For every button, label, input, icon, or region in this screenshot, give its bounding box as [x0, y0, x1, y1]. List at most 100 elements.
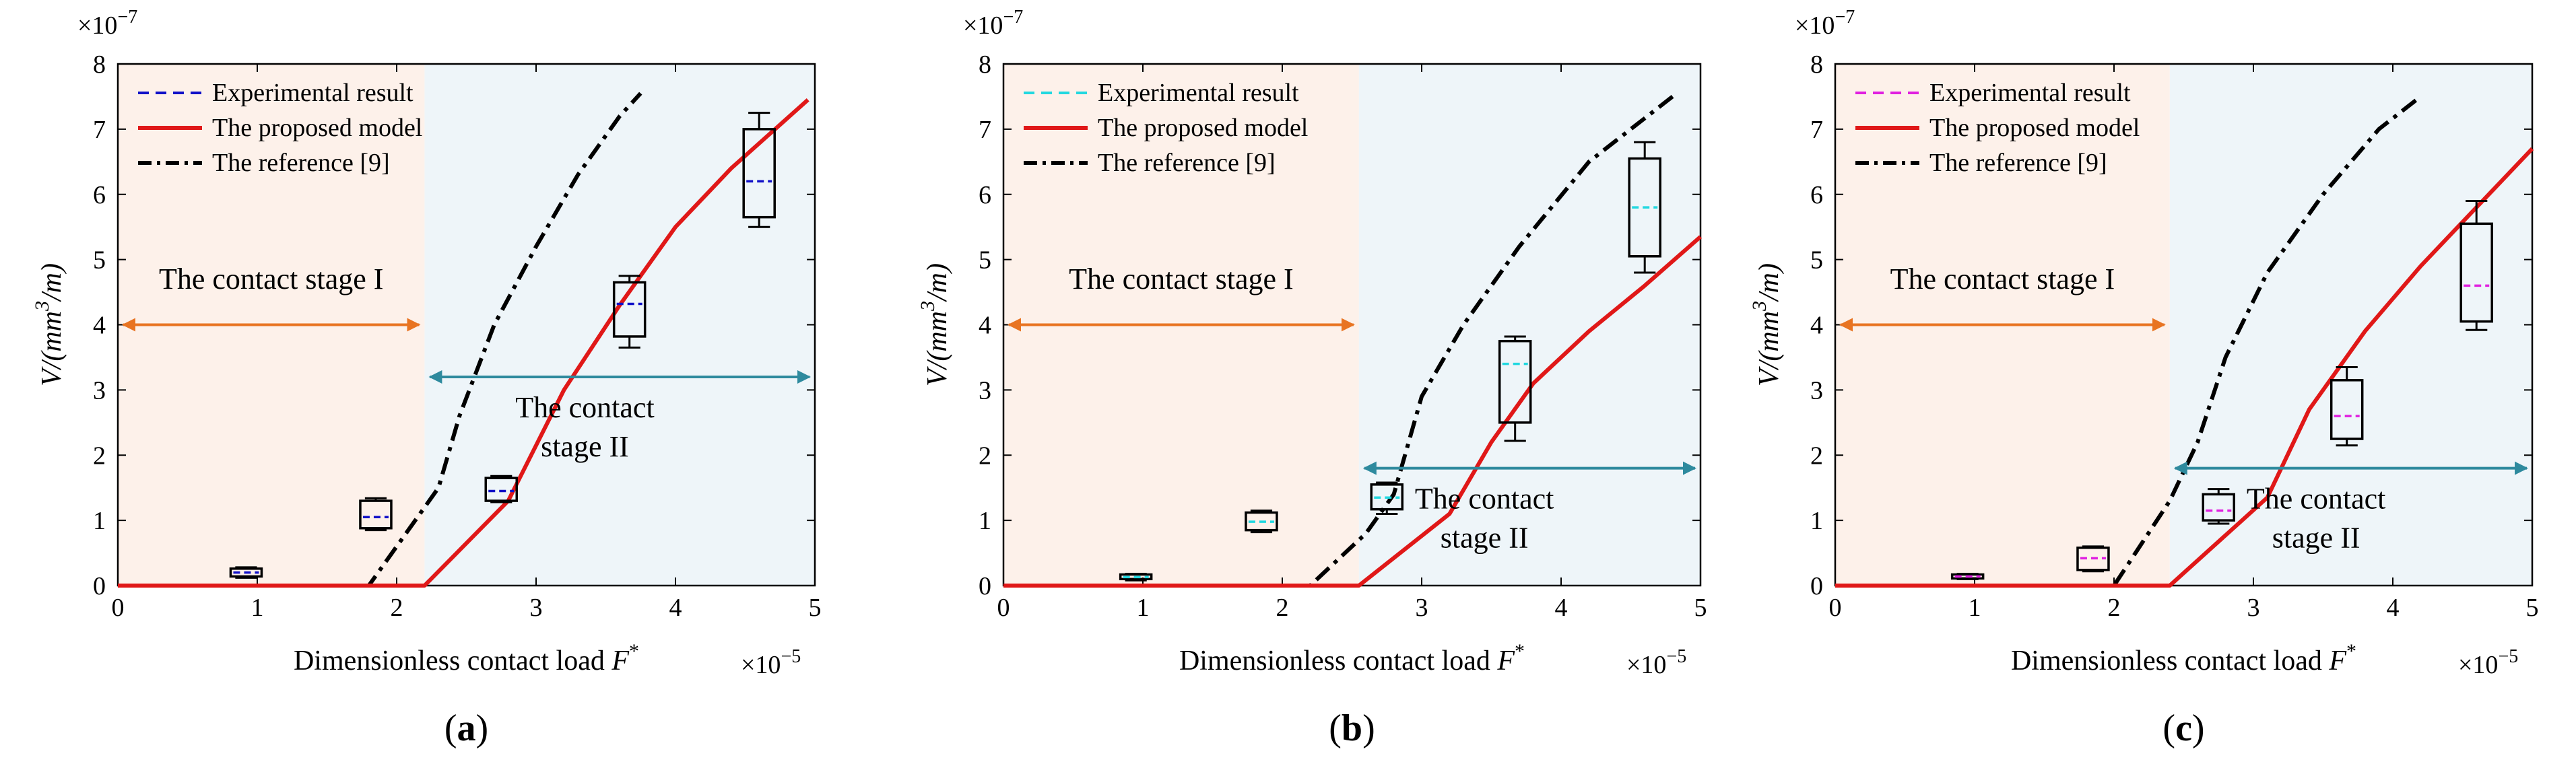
panel-letter-char: b	[1342, 707, 1362, 749]
legend-entry-label: The reference [9]	[212, 149, 390, 177]
box-iqr	[1245, 511, 1278, 532]
x-tick-label: 3	[1416, 594, 1428, 622]
legend-entry-label: Experimental result	[1929, 79, 2131, 107]
x-tick-label: 5	[2526, 594, 2539, 622]
panel-letter-close: )	[1362, 707, 1375, 749]
model-curve	[1003, 235, 1702, 588]
y-tick-label: 3	[1810, 376, 1823, 405]
box-iqr	[742, 128, 776, 219]
box-iqr	[229, 567, 263, 578]
x-tick-label: 1	[251, 594, 264, 622]
y-axis-label-exponent: 3	[31, 301, 53, 312]
x-tick-label: 3	[2247, 594, 2260, 622]
y-tick-label: 1	[1810, 507, 1823, 535]
x-tick-label: 1	[1969, 594, 1981, 622]
y-tick-label: 0	[979, 572, 991, 600]
y-multiplier-exponent: −7	[1003, 7, 1023, 28]
y-multiplier: ×10−7	[77, 7, 137, 40]
y-tick-label: 4	[1810, 312, 1823, 340]
y-tick-label: 2	[979, 442, 991, 470]
box-plot-3	[484, 475, 518, 503]
panel-letter-close: )	[476, 707, 489, 749]
y-multiplier: ×10−7	[1795, 7, 1855, 40]
panel-letter-close: )	[2192, 707, 2205, 749]
x-axis-label-star: *	[2346, 640, 2356, 662]
y-tick-label: 6	[93, 181, 106, 209]
reference-curve	[1835, 95, 2422, 588]
x-tick-label: 4	[669, 594, 682, 622]
x-tick-label: 2	[2108, 594, 2121, 622]
y-axis-label-part: /m)	[922, 263, 953, 302]
y-axis-label-part: /m)	[1754, 263, 1785, 302]
y-tick-label: 0	[93, 572, 106, 600]
y-axis-label-part: /m)	[36, 263, 67, 302]
y-multiplier-exponent: −7	[117, 7, 137, 28]
x-tick-label: 2	[1276, 594, 1289, 622]
legend-entry-label: The reference [9]	[1098, 149, 1276, 177]
x-tick-label: 3	[530, 594, 543, 622]
y-axis-label: V/(mm3/m)	[31, 263, 67, 386]
panel-letter-char: c	[2175, 707, 2192, 749]
box-plot-1	[1950, 573, 1985, 580]
stage-2-label-line1: The contact	[515, 391, 654, 424]
y-tick-label: 5	[93, 246, 106, 275]
stage-1-label: The contact stage I	[159, 262, 384, 295]
y-tick-label: 4	[979, 312, 991, 340]
legend-entry-label: The proposed model	[212, 114, 422, 142]
model-curve	[1835, 147, 2534, 588]
box-plot-2	[1245, 510, 1278, 534]
box-iqr	[2459, 222, 2493, 323]
reference-curve	[118, 92, 642, 588]
y-tick-label: 8	[979, 50, 991, 79]
stage-2-label-line2: stage II	[2272, 522, 2360, 555]
y-axis-label-exponent: 3	[917, 301, 939, 312]
reference-curve	[1003, 95, 1674, 588]
y-multiplier: ×10−7	[963, 7, 1023, 40]
x-axis-label: Dimensionless contact load F*	[2011, 640, 2356, 676]
x-axis-label: Dimensionless contact load F*	[1179, 640, 1525, 676]
stage-1-label: The contact stage I	[1890, 262, 2115, 295]
box-iqr	[484, 477, 518, 502]
y-tick-label: 3	[93, 376, 106, 405]
box-plot-1	[1119, 573, 1153, 582]
x-tick-label: 1	[1137, 594, 1150, 622]
x-axis-label-symbol: F	[611, 645, 629, 676]
y-multiplier-exponent: −7	[1835, 7, 1855, 28]
y-tick-label: 0	[1810, 572, 1823, 600]
box-iqr	[1119, 573, 1153, 581]
panel-letter-open: (	[444, 707, 457, 749]
y-axis-label: V/(mm3/m)	[1748, 263, 1785, 386]
x-multiplier-exponent: −5	[2498, 646, 2518, 667]
legend-entry-label: The proposed model	[1929, 114, 2140, 142]
stage-2-label-line1: The contact	[1415, 483, 1554, 516]
x-tick-label: 2	[391, 594, 403, 622]
y-tick-label: 7	[1810, 116, 1823, 144]
box-plot-4	[2330, 365, 2364, 447]
panel-letter: (b)	[1329, 707, 1375, 749]
stage-1-label: The contact stage I	[1069, 262, 1294, 295]
box-iqr	[2330, 379, 2364, 440]
legend-entry-label: Experimental result	[212, 79, 414, 107]
x-multiplier: ×10−5	[741, 646, 801, 679]
y-tick-label: 6	[979, 181, 991, 209]
y-tick-label: 7	[979, 116, 991, 144]
y-tick-label: 4	[93, 312, 106, 340]
stage-2-region	[424, 64, 815, 586]
box-iqr	[1950, 573, 1985, 580]
stage-2-label-line1: The contact	[2247, 483, 2385, 516]
box-plot-5	[2459, 199, 2493, 331]
y-tick-label: 2	[93, 442, 106, 470]
legend-entry-label: Experimental result	[1098, 79, 1299, 107]
box-iqr	[2076, 547, 2110, 571]
box-plot-3	[1370, 481, 1403, 515]
model-curve	[118, 98, 810, 588]
y-tick-label: 8	[93, 50, 106, 79]
panel-letter: (a)	[444, 707, 488, 749]
box-plot-5	[1628, 141, 1661, 274]
x-tick-label: 5	[1694, 594, 1707, 622]
